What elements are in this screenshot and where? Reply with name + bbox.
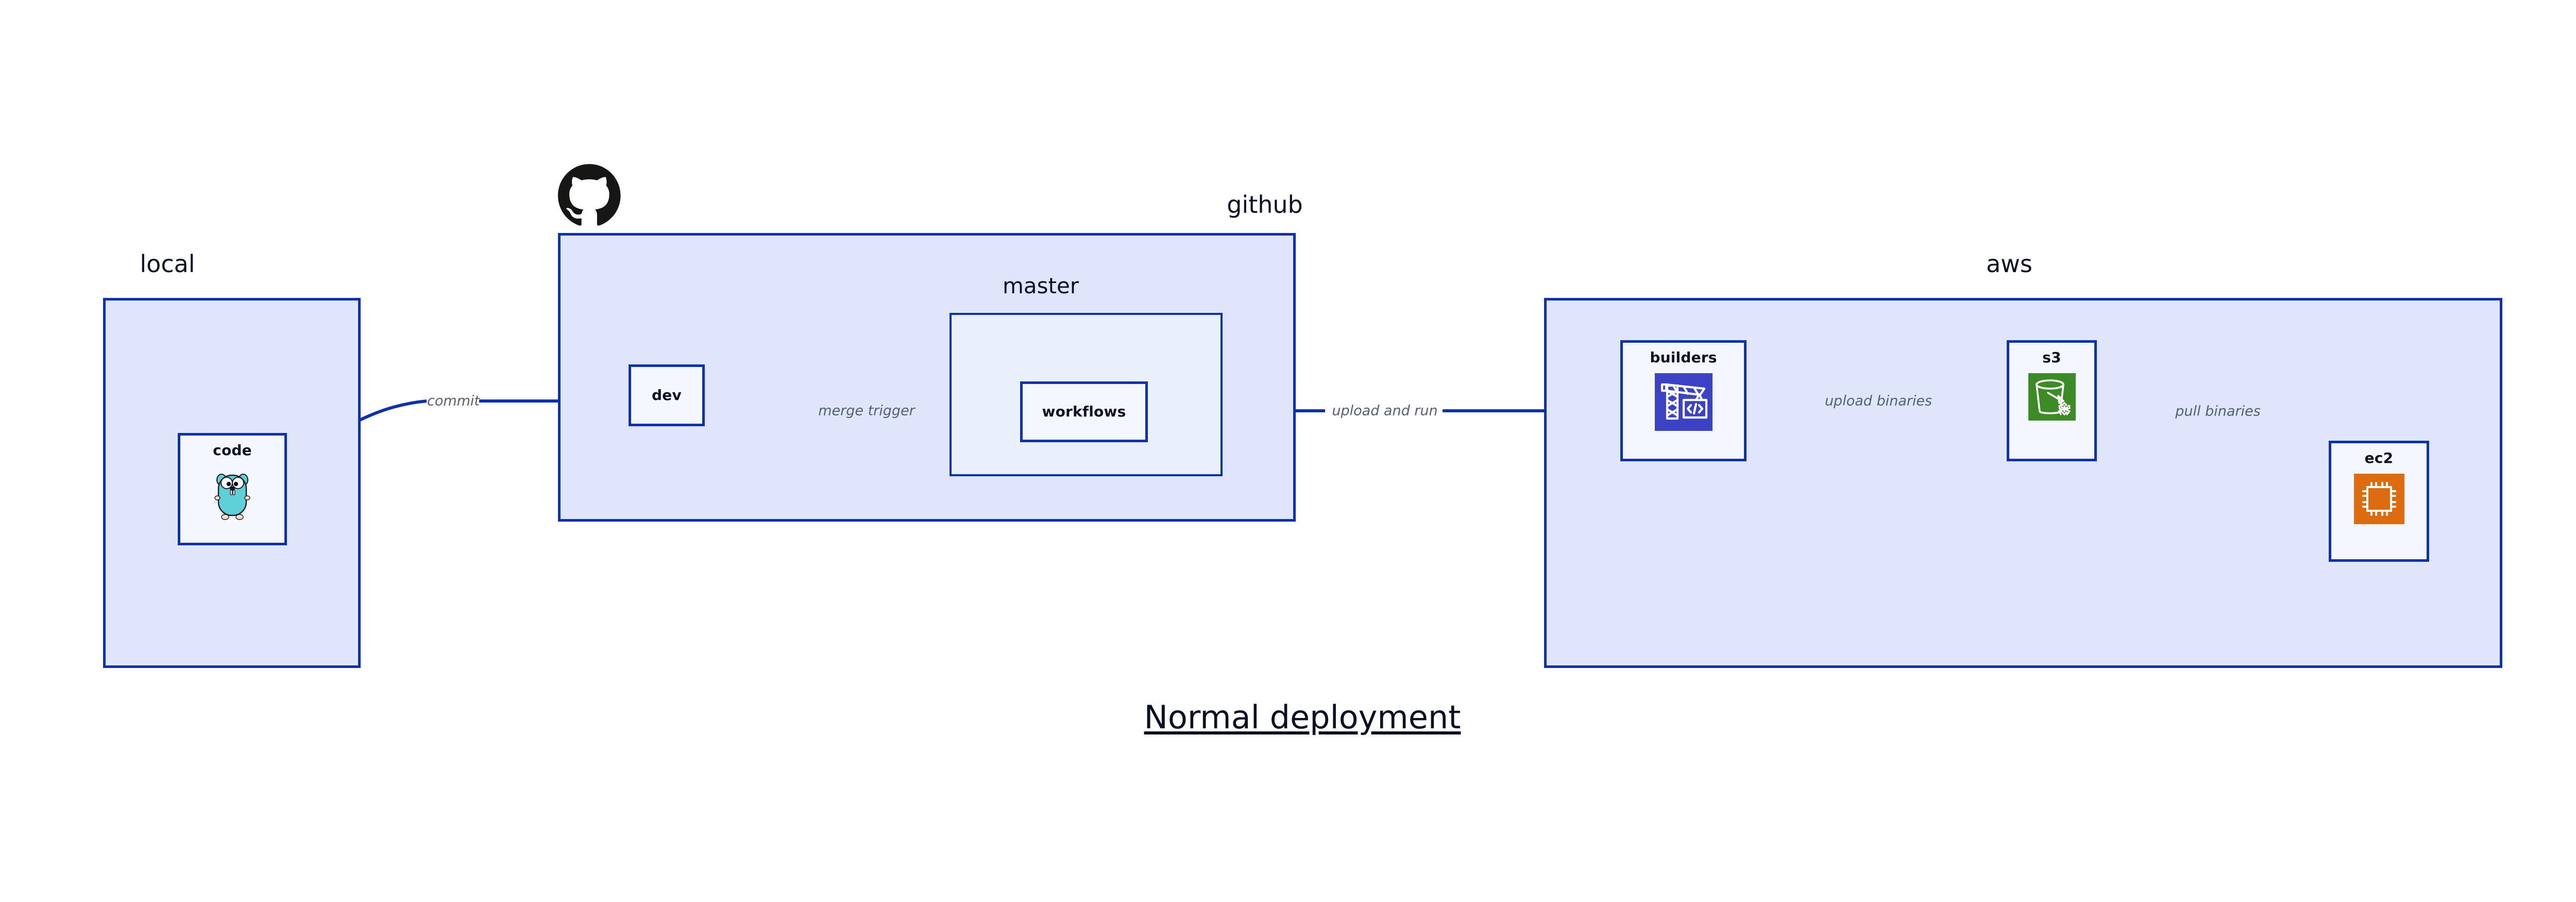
go-gopher-icon — [213, 466, 252, 524]
node-code-label: code — [213, 442, 252, 459]
edge-label-pull-binaries: pull binaries — [2175, 403, 2261, 420]
group-label-local: local — [140, 250, 195, 278]
node-workflows[interactable]: workflows — [1020, 381, 1148, 442]
diagram-title: Normal deployment — [1144, 698, 1461, 736]
node-dev-label: dev — [652, 386, 682, 404]
node-dev[interactable]: dev — [629, 364, 705, 426]
cpu-chip-icon — [2353, 473, 2404, 526]
edge-label-upload-binaries: upload binaries — [1824, 393, 1933, 409]
github-octocat-icon — [558, 164, 621, 228]
edge-label-commit: commit — [427, 393, 480, 409]
node-ec2[interactable]: ec2 — [2329, 441, 2429, 562]
s3-bucket-glacier-icon — [2028, 373, 2076, 423]
node-builders[interactable]: builders — [1620, 340, 1747, 461]
edge-label-merge-trigger: merge trigger — [818, 403, 915, 419]
node-s3[interactable]: s3 — [2007, 340, 2097, 461]
node-ec2-label: ec2 — [2364, 449, 2394, 466]
group-label-aws: aws — [1986, 250, 2032, 278]
node-workflows-label: workflows — [1042, 403, 1126, 420]
group-label-github: github — [1227, 191, 1303, 219]
edge-label-upload-and-run: upload and run — [1332, 403, 1438, 419]
node-s3-label: s3 — [2042, 349, 2061, 366]
node-code[interactable]: code — [178, 433, 287, 545]
node-builders-label: builders — [1650, 349, 1717, 366]
crane-code-icon — [1654, 373, 1713, 433]
group-label-master: master — [1002, 273, 1079, 298]
